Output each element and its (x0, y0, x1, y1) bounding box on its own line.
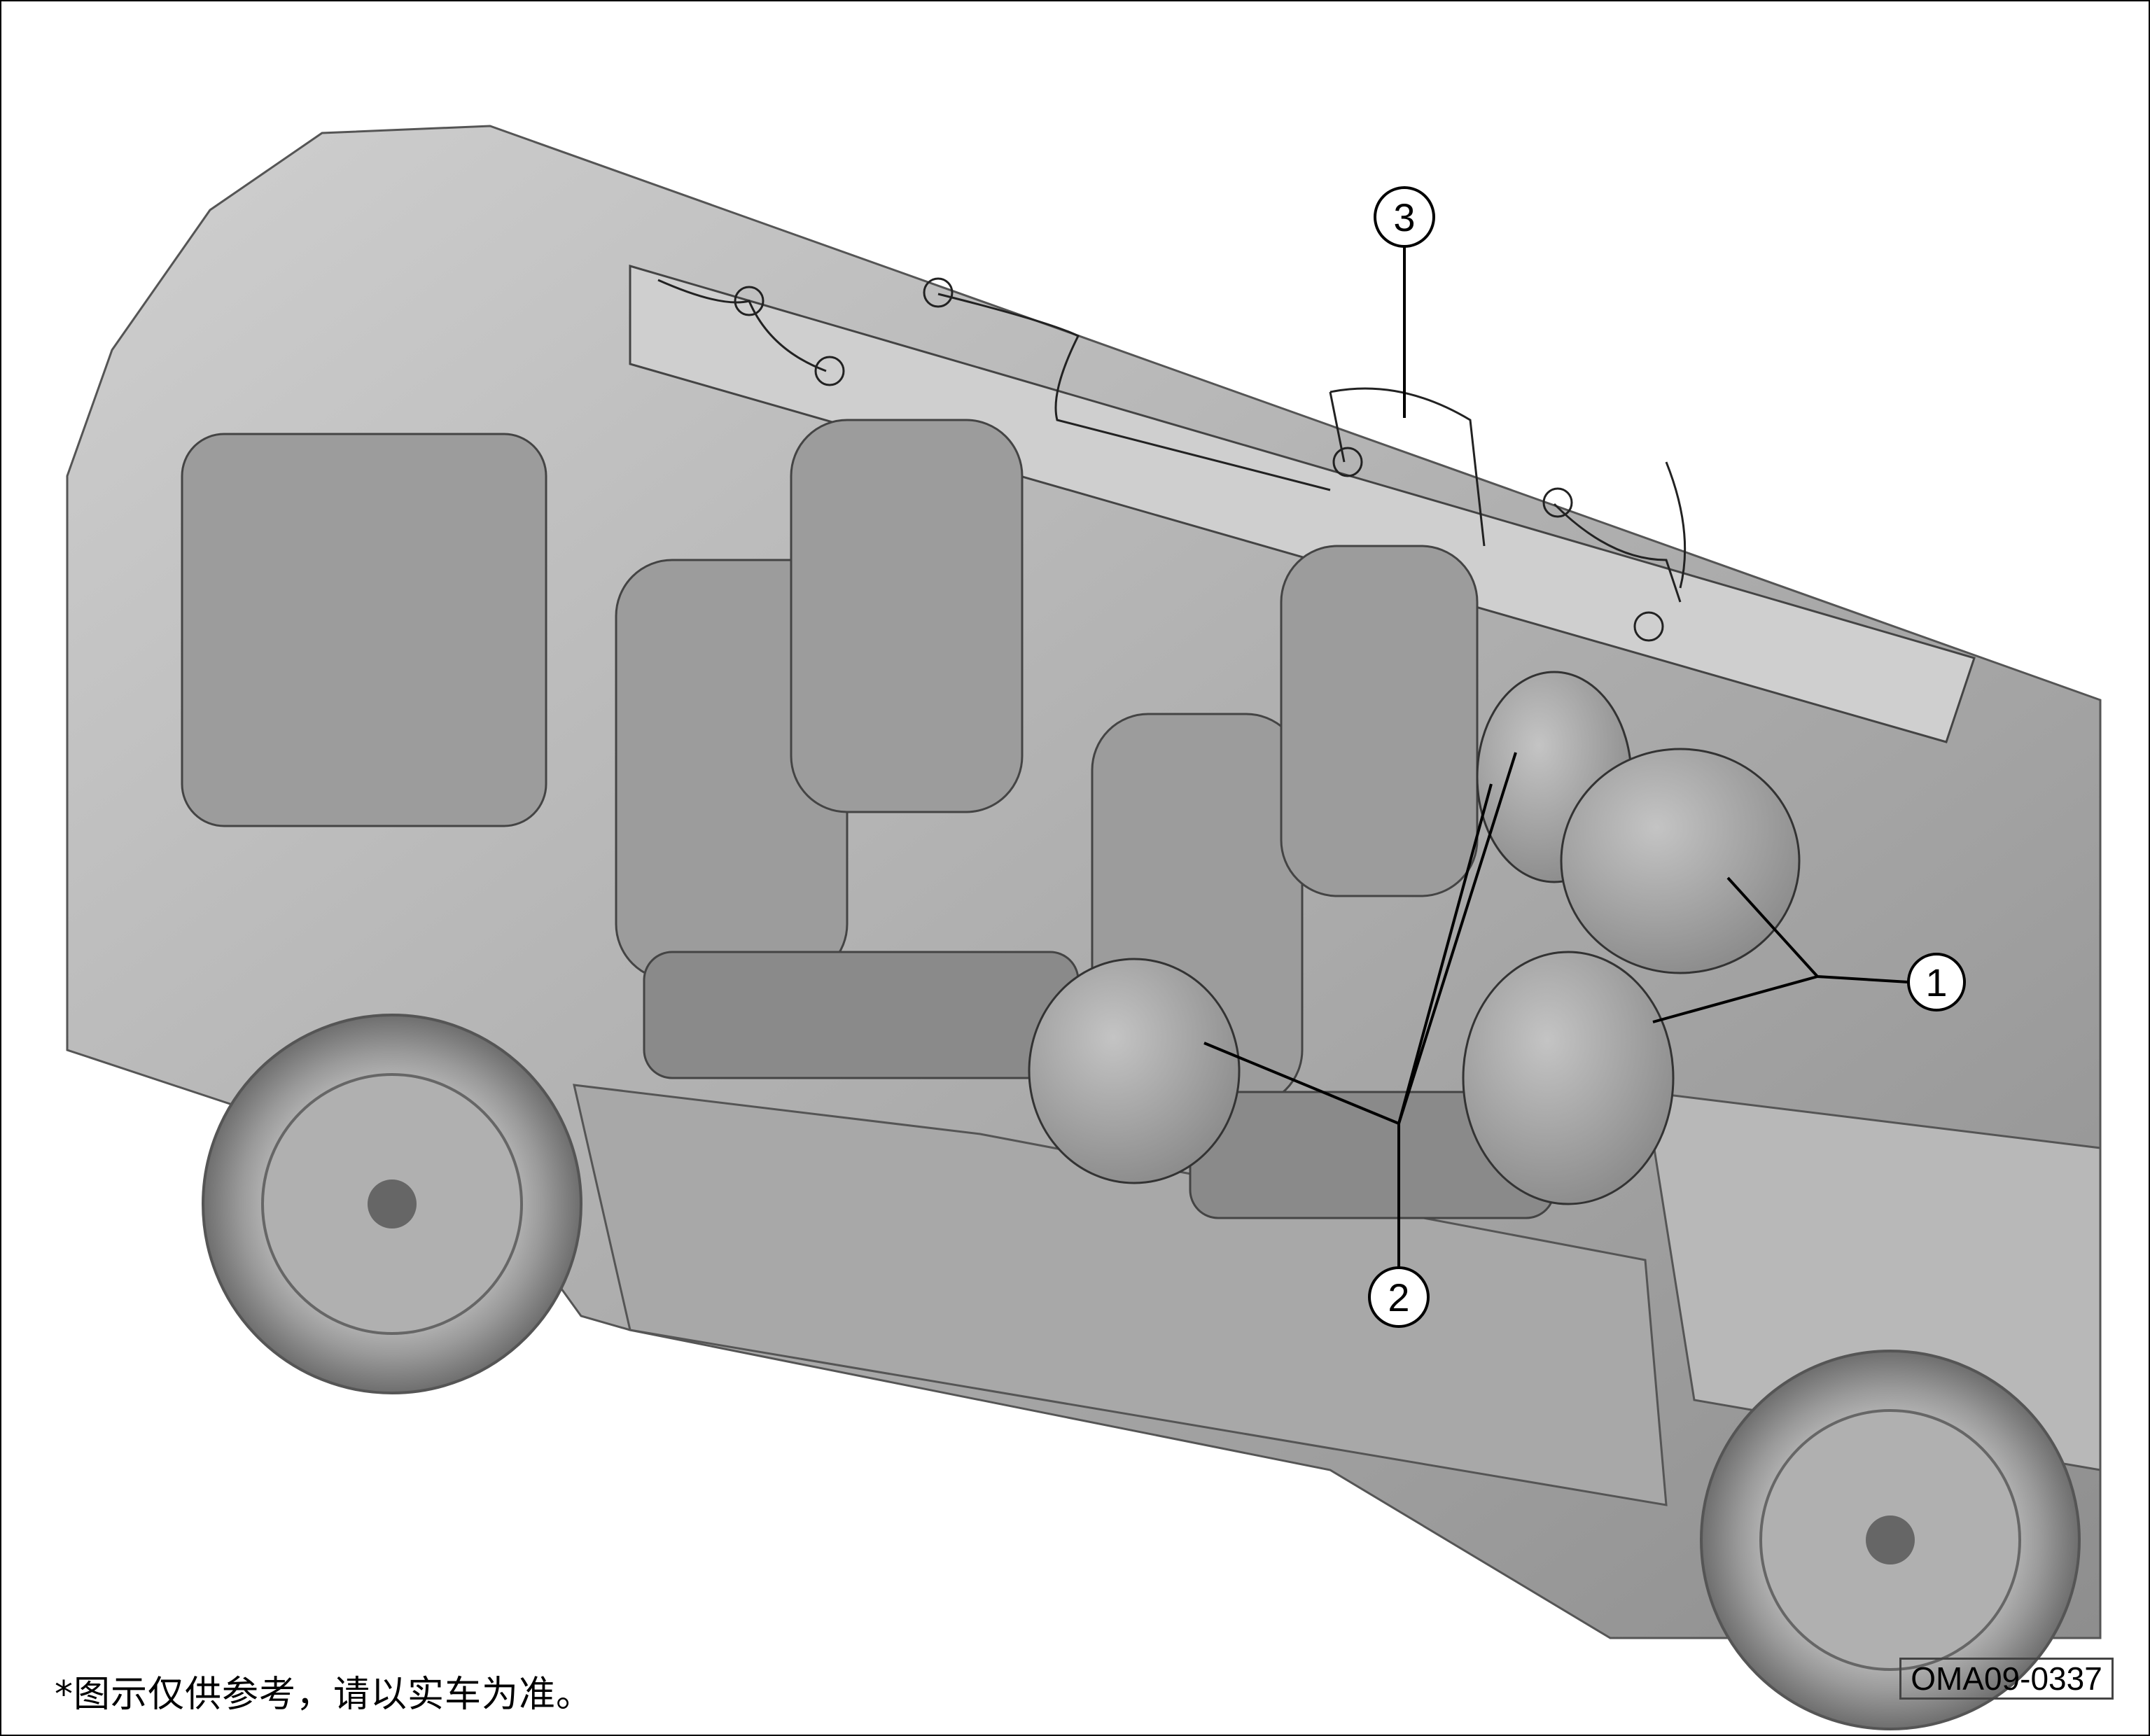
svg-text:2: 2 (1388, 1275, 1409, 1320)
front-airbag-driver (1462, 951, 1675, 1205)
roof-headliner (629, 265, 1976, 743)
svg-text:1: 1 (1925, 960, 1947, 1004)
front-wheel (1700, 1350, 2081, 1730)
disclaimer-footnote: *图示仅供参考，请以实车为准。 (55, 1674, 594, 1716)
callout-1: 1 (1907, 953, 1966, 1011)
rear-wheel (202, 1014, 582, 1394)
second-row-right-seat (790, 419, 1024, 813)
car-body (66, 125, 2102, 1639)
svg-text:3: 3 (1393, 195, 1415, 239)
callout-2: 2 (1368, 1266, 1430, 1328)
side-airbag-driver (1028, 958, 1241, 1184)
front-airbag-passenger (1560, 748, 1801, 974)
third-row-seat (181, 433, 547, 827)
front-fender (1644, 1091, 2102, 1471)
floor-sill (573, 1084, 1668, 1506)
callout-3: 3 (1374, 186, 1435, 248)
passenger-seat (1280, 545, 1479, 897)
seats (181, 419, 1556, 1219)
figure-code: OMA09-0337 (1899, 1658, 2114, 1700)
leader-lines (1203, 247, 1909, 1267)
